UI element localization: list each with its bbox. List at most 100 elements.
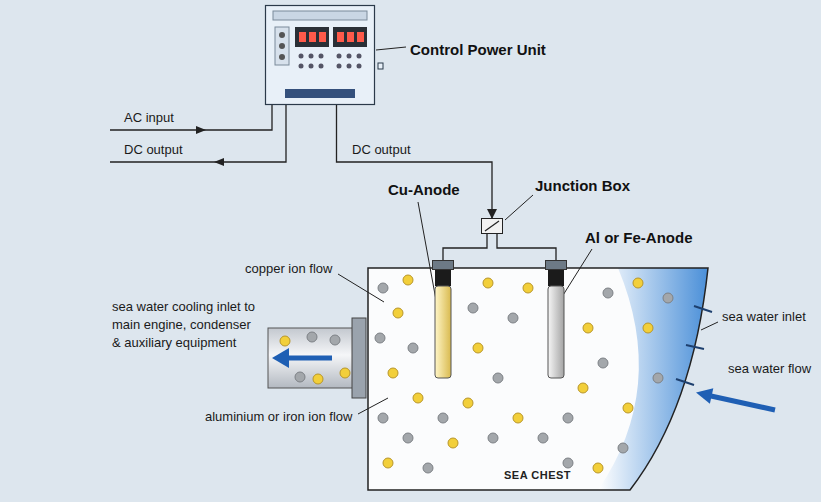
part-label: Control Power Unit [410,40,546,60]
ion-dot-part [538,433,548,443]
junction-box-shape-part [482,219,503,234]
note-label: sea water cooling inlet to main engine, … [112,298,258,352]
ion-dot-part [438,413,448,423]
leader-line-part [560,249,592,300]
ion-dot-part [448,438,458,448]
sea-chest-outline-part [368,268,708,490]
ion-dot [280,332,350,384]
power-cable [497,234,556,260]
ion-dot-part [307,332,317,342]
note-label: copper ion flow [245,261,332,278]
power-cable [337,105,493,218]
control-unit-panel-part [357,64,362,69]
sea-chest-outline-part [368,268,708,490]
ac-input-wire-part [110,105,272,130]
ion-dot-part [513,413,523,423]
ion-dot-part [313,374,323,384]
ion-dot-part [383,458,393,468]
ion-dot-part [618,443,628,453]
control-unit-panel-part [299,64,304,69]
note-label: aluminium or iron ion flow [205,409,352,426]
ion-dot-part [508,313,518,323]
note-label: sea water flow [728,361,811,378]
ion-dot-part [488,433,498,443]
ion-dot-part [593,463,603,473]
ion-dot-part [578,383,588,393]
leader-line-part [338,274,384,302]
cooling-pipe-part [268,328,354,388]
ion-dot-part [408,343,418,353]
ion-dot-part [295,372,305,382]
inflow-arrow-part [711,396,775,410]
leader-line [338,202,718,414]
control-unit-panel-part [347,32,354,42]
outflow-arrow-part [272,348,289,368]
junction-box: Junction Box [481,218,503,234]
ion-dot-part [413,393,423,403]
aluminium-anode-rod-part [548,286,564,378]
aluminium-anode-rod [545,260,567,380]
control-unit-panel-part [347,64,352,69]
control-unit-panel-part [319,54,324,59]
control-unit-panel-part [357,32,364,42]
ion-dot-part [393,308,403,318]
ion-dot-part [663,293,673,303]
ion-dot-part [598,358,608,368]
ion-dot-part [463,398,473,408]
control-unit-panel-part [299,54,304,59]
sea-chest-outline [368,268,708,490]
control-unit-panel-part [266,6,375,105]
control-unit-panel-part [319,32,326,42]
control-unit-panel-part [357,54,362,59]
power-cable [443,234,487,260]
ion-dot-part [643,323,653,333]
copper-anode-rod [432,260,454,380]
leader-line-part [505,195,533,220]
ion-dot-part [378,413,388,423]
part-label: Al or Fe-Anode [585,228,693,248]
outflow-arrow [272,348,332,368]
hull-grating-part [686,345,704,349]
cooling-pipe-part [352,318,366,398]
ion-dot-part [375,333,385,343]
leader-line-part [358,398,388,414]
junction-box-shape [481,218,503,234]
control-unit-panel-part [299,32,306,42]
ion-dot-part [468,303,478,313]
ion-dot-part [423,463,433,473]
ion-dot-part [340,368,350,378]
control-unit-panel-part [309,54,314,59]
ac-input-wire [110,105,272,134]
control-unit-panel-part [285,89,355,98]
leader-line-part [376,47,406,50]
ac-input-wire-part [196,126,206,134]
ion-dot [375,275,673,473]
note-label: sea water inlet [722,309,806,326]
ion-dot-part [563,458,573,468]
dc-output-wire-part [110,105,286,162]
ion-dot-part [330,335,340,345]
ion-dot-part [388,368,398,378]
ion-dot-part [653,373,663,383]
dc-output-wire [110,105,286,166]
control-unit-panel-part [333,27,367,47]
ion-dot-part [523,283,533,293]
cooling-pipe [268,318,366,398]
aluminium-anode-rod-part [546,261,567,270]
leader-line-part [418,202,436,300]
control-unit-panel-part [309,64,314,69]
part-label: Cu-Anode [388,180,460,200]
dc-output-wire-part [214,158,224,166]
ion-dot-part [583,323,593,333]
hull-grating-part [676,379,694,385]
part-label: Junction Box [535,176,630,196]
copper-anode-rod-part [435,286,451,378]
control-unit-panel-part [337,32,344,42]
control-unit-panel-part [279,54,285,60]
hull-grating [676,306,712,385]
inflow-arrow [696,388,775,410]
aluminium-anode-rod-part [548,270,564,286]
ion-dot-part [563,413,573,423]
wire-label: AC input [124,110,174,127]
hull-grating-part [694,306,712,312]
